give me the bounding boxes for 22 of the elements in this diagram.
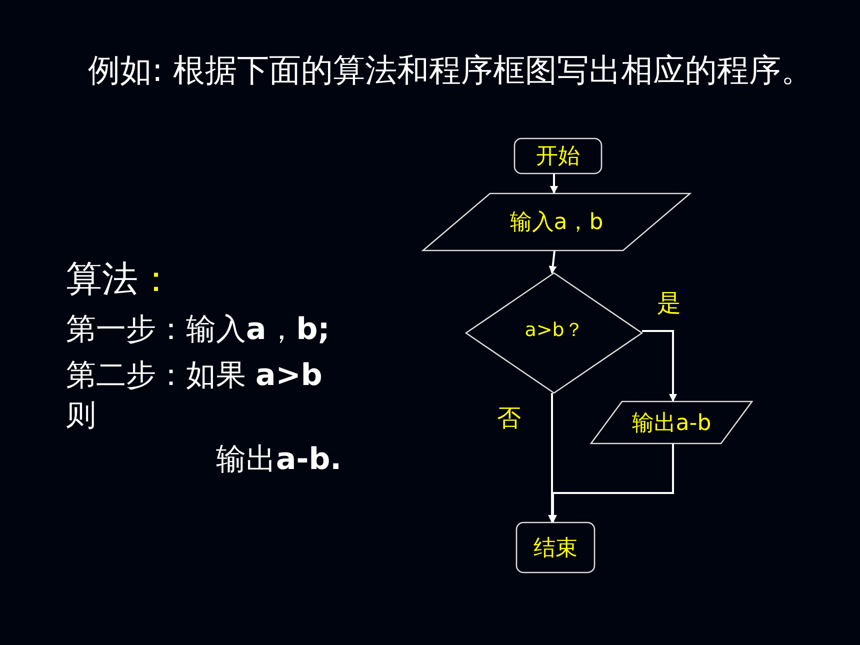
node-label: 输出a-b	[632, 410, 712, 438]
title: 例如: 根据下面的算法和程序框图写出相应的程序。	[88, 50, 814, 91]
node-label: a>b？	[524, 318, 584, 343]
terminal-box	[516, 522, 595, 573]
algorithm-step: 则	[66, 398, 96, 434]
section-heading: 算法：	[66, 258, 174, 302]
io-parallelogram	[591, 401, 752, 444]
node-label: 开始	[536, 143, 580, 171]
edge-label: 否	[497, 403, 521, 434]
algorithm-step: 第二步：如果 a>b	[66, 358, 322, 394]
edge-label: 是	[657, 288, 681, 319]
io-parallelogram	[423, 193, 690, 251]
node-label: 输入a，b	[510, 209, 604, 237]
algorithm-step: 第一步：输入a，b;	[66, 312, 330, 348]
decision-diamond	[466, 273, 642, 393]
arrow	[548, 393, 556, 523]
arrow	[548, 250, 557, 274]
algorithm-step: 输出a-b.	[216, 442, 342, 478]
terminal-box	[514, 138, 602, 174]
arrow	[550, 174, 558, 194]
node-label: 结束	[534, 534, 578, 562]
arrow	[642, 330, 677, 402]
